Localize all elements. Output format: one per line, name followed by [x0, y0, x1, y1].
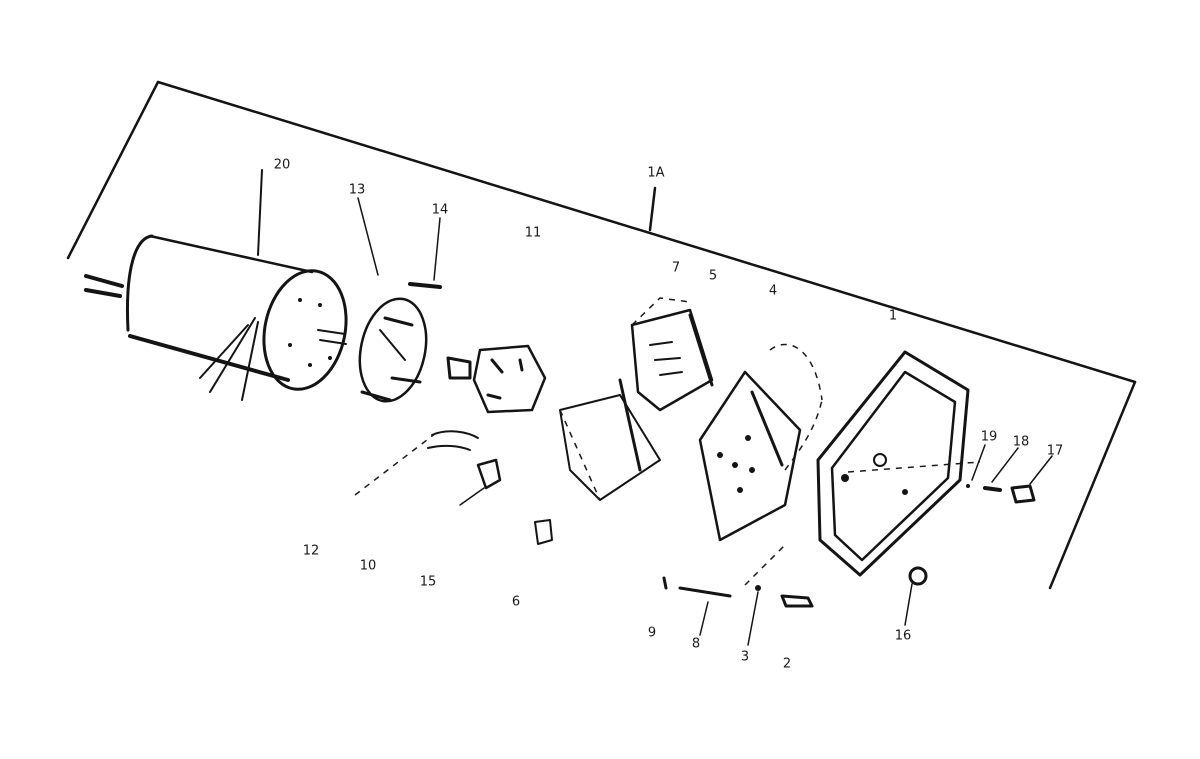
small-parts: [354, 429, 553, 545]
callout-14: 14: [431, 202, 449, 218]
callout-10: 10: [359, 558, 377, 574]
frame-part-1: [816, 350, 981, 577]
callout-5: 5: [708, 268, 718, 284]
callout-13: 13: [348, 182, 366, 198]
end-bracket-part-13: [358, 297, 428, 403]
callout-7: 7: [671, 260, 681, 276]
coupling-part-11: [446, 344, 547, 414]
callout-2: 2: [782, 656, 792, 672]
pump-body-part-7: [559, 297, 714, 501]
callout-3: 3: [740, 649, 750, 665]
screw-part-14: [408, 282, 442, 289]
plate-part-5: [698, 370, 802, 542]
fittings-17-18-19: [966, 444, 1053, 504]
callout-8: 8: [691, 636, 701, 652]
callout-11: 11: [524, 225, 542, 241]
callout-4: 4: [768, 283, 778, 299]
leader-13: [357, 197, 379, 276]
callout-15: 15: [419, 574, 437, 590]
diaphragm-part-4: [769, 343, 823, 471]
callout-18: 18: [1012, 434, 1030, 450]
leader-14: [433, 217, 441, 281]
callout-17: 17: [1046, 443, 1064, 459]
lower-hardware: [662, 544, 928, 646]
callout-12: 12: [302, 543, 320, 559]
callout-6: 6: [511, 594, 521, 610]
leader-20: [257, 169, 263, 256]
callout-20: 20: [273, 157, 291, 173]
callout-1: 1: [888, 308, 898, 324]
callout-9: 9: [647, 625, 657, 641]
callout-1A: 1A: [647, 165, 665, 181]
assembly-bracket: [66, 80, 1137, 590]
callout-16: 16: [894, 628, 912, 644]
motor-part-20: [84, 234, 348, 401]
callout-19: 19: [980, 429, 998, 445]
